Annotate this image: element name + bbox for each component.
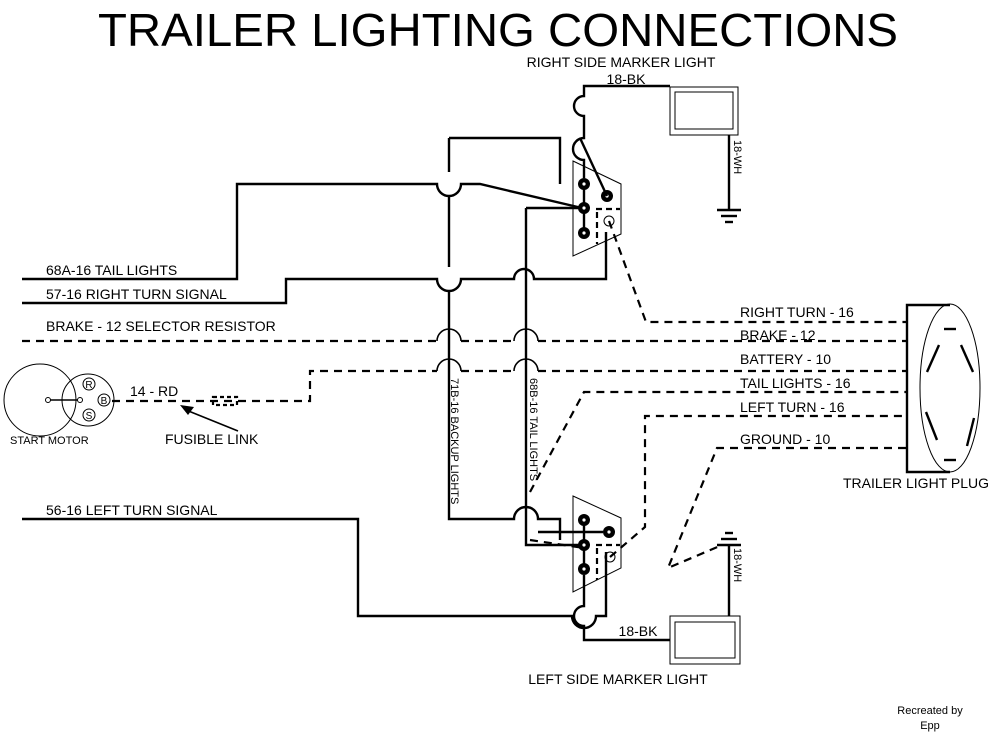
wire-68a-tail-lights bbox=[22, 182, 583, 281]
svg-text:S: S bbox=[86, 411, 93, 422]
wire-right-turn-16 bbox=[607, 220, 906, 324]
label-plug-right-turn: RIGHT TURN - 16 bbox=[740, 304, 854, 320]
wire-left-marker-18bk bbox=[572, 575, 670, 642]
wire-right-marker-link bbox=[578, 137, 609, 197]
label-left-side-marker: LEFT SIDE MARKER LIGHT bbox=[528, 671, 708, 687]
terminal-r bbox=[82, 377, 96, 391]
right-marker-light bbox=[669, 86, 739, 136]
plug-face bbox=[919, 303, 981, 473]
label-left-18wh: 18-WH bbox=[731, 548, 743, 582]
fusible-link-arrow bbox=[180, 405, 239, 432]
wire-right-marker-18bk bbox=[571, 84, 670, 178]
label-71b-backup: 71B-16 BACKUP LIGHTS bbox=[448, 378, 460, 504]
wire-68b-tail bbox=[524, 206, 582, 547]
left-connector-body bbox=[572, 495, 622, 593]
label-57-right-turn: 57-16 RIGHT TURN SIGNAL bbox=[46, 286, 227, 302]
label-plug-battery: BATTERY - 10 bbox=[740, 351, 831, 367]
start-motor: R B S bbox=[3, 363, 115, 437]
wire-ground-10 bbox=[665, 446, 906, 571]
terminal-s bbox=[82, 408, 96, 422]
trailer-light-plug bbox=[905, 303, 981, 474]
label-plug-left-turn: LEFT TURN - 16 bbox=[740, 399, 845, 415]
label-right-side-marker: RIGHT SIDE MARKER LIGHT bbox=[527, 54, 716, 70]
label-right-18wh: 18-WH bbox=[731, 140, 743, 174]
wire-56-left-turn bbox=[22, 517, 608, 630]
right-connector-body bbox=[572, 160, 622, 257]
label-plug-ground: GROUND - 10 bbox=[740, 431, 830, 447]
left-marker-light bbox=[669, 615, 741, 665]
wire-left-tail-dash bbox=[529, 538, 585, 550]
ground-icon-right bbox=[717, 208, 741, 224]
label-fusible-link: FUSIBLE LINK bbox=[165, 431, 259, 447]
label-right-18bk: 18-BK bbox=[607, 71, 647, 87]
label-56-left-turn: 56-16 LEFT TURN SIGNAL bbox=[46, 502, 218, 518]
label-68b-tail: 68B-16 TAIL LIGHTS bbox=[527, 378, 539, 481]
svg-text:B: B bbox=[101, 396, 108, 407]
wire-tail-lights-16 bbox=[529, 390, 906, 493]
label-plug-tail-lights: TAIL LIGHTS - 16 bbox=[740, 375, 851, 391]
label-plug-brake: BRAKE - 12 bbox=[740, 327, 816, 343]
svg-text:R: R bbox=[85, 380, 92, 391]
diagram-title: TRAILER LIGHTING CONNECTIONS bbox=[98, 4, 898, 56]
left-connector bbox=[572, 495, 622, 593]
label-start-motor: START MOTOR bbox=[10, 435, 89, 447]
ground-icon-left bbox=[717, 531, 741, 547]
label-left-18bk: 18-BK bbox=[619, 623, 659, 639]
right-connector bbox=[572, 160, 622, 257]
wire-left-turn-16 bbox=[609, 414, 906, 558]
credit-line-1: Recreated by bbox=[897, 705, 963, 717]
wire-57-right-turn bbox=[22, 232, 608, 305]
terminal-b bbox=[97, 393, 111, 407]
label-trailer-light-plug: TRAILER LIGHT PLUG bbox=[843, 475, 989, 491]
credit-line-2: Epp bbox=[920, 720, 940, 732]
label-brake-selector: BRAKE - 12 SELECTOR RESISTOR bbox=[46, 318, 276, 334]
label-14-rd: 14 - RD bbox=[130, 383, 178, 399]
fusible-link-element bbox=[211, 395, 239, 407]
label-68a-tail-lights: 68A-16 TAIL LIGHTS bbox=[46, 262, 177, 278]
